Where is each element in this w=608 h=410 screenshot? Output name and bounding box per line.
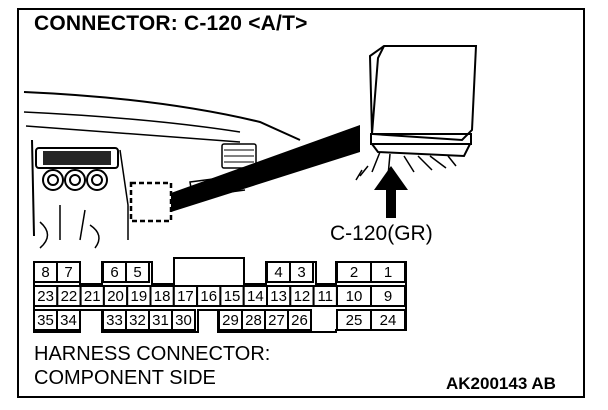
harness-caption-line1: HARNESS CONNECTOR: bbox=[34, 343, 271, 365]
pin-6: 6 bbox=[110, 264, 118, 281]
pin-1-cell bbox=[370, 261, 406, 283]
pin-3-cell bbox=[289, 261, 314, 283]
pin-31: 31 bbox=[152, 312, 169, 329]
pin-2: 2 bbox=[350, 264, 358, 281]
pin-1: 1 bbox=[384, 264, 392, 281]
pin-20: 20 bbox=[107, 288, 124, 305]
pin-24: 24 bbox=[380, 312, 397, 329]
pin-34: 34 bbox=[60, 312, 77, 329]
pin-13: 13 bbox=[270, 288, 287, 305]
pin-32: 32 bbox=[129, 312, 146, 329]
pin-30-cell bbox=[171, 309, 196, 331]
dashboard-drawing bbox=[23, 91, 301, 249]
pin-9: 9 bbox=[384, 288, 392, 305]
figure-id: AK200143 AB bbox=[446, 374, 556, 393]
pin-7: 7 bbox=[64, 264, 72, 281]
pin-29: 29 bbox=[222, 312, 239, 329]
pointer-wedge bbox=[171, 125, 360, 212]
harness-caption-line2: COMPONENT SIDE bbox=[34, 367, 216, 389]
pin-8: 8 bbox=[41, 264, 49, 281]
connector-label: C-120(GR) bbox=[330, 222, 433, 245]
pin-26: 26 bbox=[291, 312, 308, 329]
pin-25: 25 bbox=[346, 312, 363, 329]
pin-24-cell bbox=[370, 309, 406, 331]
pin-4: 4 bbox=[274, 264, 282, 281]
pin-19: 19 bbox=[131, 288, 148, 305]
pin-15: 15 bbox=[224, 288, 241, 305]
pin-33: 33 bbox=[106, 312, 123, 329]
pin-22: 22 bbox=[61, 288, 78, 305]
pin-12: 12 bbox=[294, 288, 311, 305]
pin-35: 35 bbox=[37, 312, 54, 329]
pin-30: 30 bbox=[175, 312, 192, 329]
pin-7-cell bbox=[56, 261, 81, 283]
pin-21: 21 bbox=[84, 288, 101, 305]
pin-28: 28 bbox=[245, 312, 262, 329]
pin-18: 18 bbox=[154, 288, 171, 305]
connector-outline bbox=[33, 257, 407, 333]
up-arrow bbox=[374, 166, 408, 218]
pin-11: 11 bbox=[317, 288, 333, 305]
diagram-title: CONNECTOR: C-120 <A/T> bbox=[34, 12, 308, 35]
pin-16: 16 bbox=[200, 288, 217, 305]
pin-10: 10 bbox=[346, 288, 363, 305]
harness-caption: HARNESS CONNECTOR: COMPONENT SIDE bbox=[34, 342, 270, 390]
component-module bbox=[355, 45, 478, 181]
pin-26-cell bbox=[287, 309, 312, 331]
pin-5-cell bbox=[125, 261, 150, 283]
pin-23: 23 bbox=[37, 288, 54, 305]
pin-3: 3 bbox=[297, 264, 305, 281]
pin-9-cell bbox=[370, 285, 406, 307]
pin-17: 17 bbox=[177, 288, 194, 305]
pin-27: 27 bbox=[268, 312, 285, 329]
pin-14: 14 bbox=[247, 288, 264, 305]
pin-5: 5 bbox=[133, 264, 141, 281]
pin-34-cell bbox=[56, 309, 81, 331]
